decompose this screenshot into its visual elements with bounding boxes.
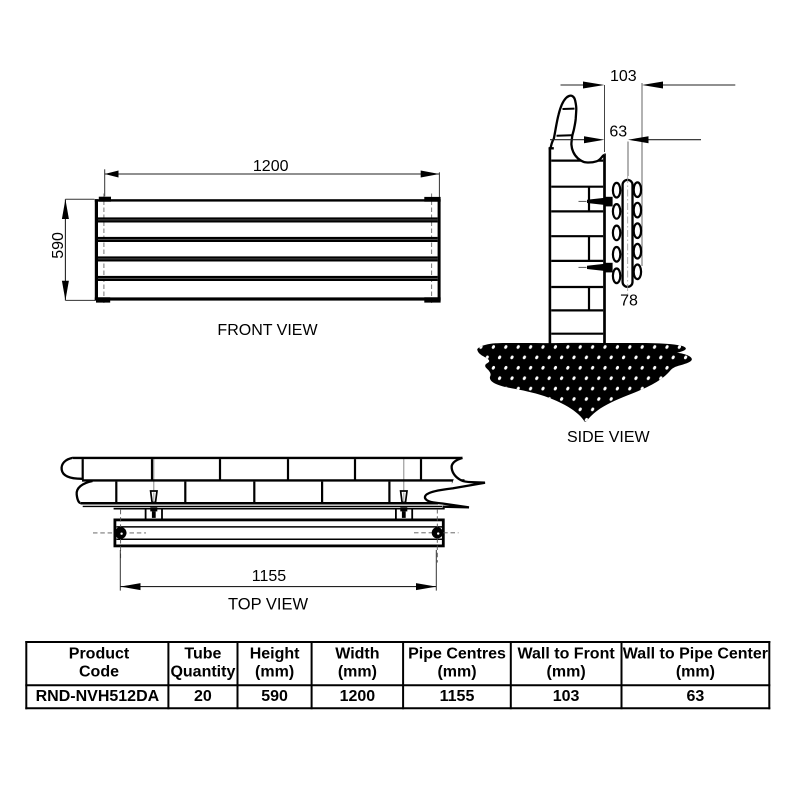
- svg-text:(mm): (mm): [338, 664, 377, 681]
- svg-text:590: 590: [50, 232, 67, 259]
- svg-text:Wall to Pipe Center: Wall to Pipe Center: [623, 646, 768, 663]
- svg-text:SIDE VIEW: SIDE VIEW: [567, 429, 651, 446]
- svg-text:(mm): (mm): [255, 664, 294, 681]
- svg-text:Tube: Tube: [184, 646, 221, 663]
- svg-text:Width: Width: [335, 646, 379, 663]
- svg-text:(mm): (mm): [676, 664, 715, 681]
- svg-text:78: 78: [620, 293, 638, 310]
- svg-text:1155: 1155: [252, 568, 287, 585]
- svg-text:63: 63: [687, 688, 705, 705]
- svg-text:(mm): (mm): [437, 664, 476, 681]
- svg-text:Pipe Centres: Pipe Centres: [408, 646, 506, 663]
- svg-text:TOP VIEW: TOP VIEW: [228, 596, 309, 614]
- svg-text:1200: 1200: [253, 158, 289, 175]
- svg-text:590: 590: [261, 688, 288, 705]
- svg-text:Wall to Front: Wall to Front: [518, 646, 616, 663]
- svg-text:Quantity: Quantity: [170, 664, 235, 681]
- svg-text:103: 103: [610, 68, 637, 85]
- svg-text:20: 20: [194, 688, 212, 705]
- svg-text:103: 103: [553, 688, 580, 705]
- svg-text:(mm): (mm): [547, 664, 586, 681]
- svg-text:Height: Height: [250, 646, 300, 663]
- svg-text:Code: Code: [79, 664, 119, 681]
- svg-text:63: 63: [609, 124, 627, 141]
- svg-text:RND-NVH512DA: RND-NVH512DA: [36, 688, 160, 705]
- svg-text:FRONT VIEW: FRONT VIEW: [217, 322, 318, 339]
- svg-text:1155: 1155: [440, 688, 475, 705]
- svg-text:1200: 1200: [340, 688, 376, 705]
- svg-text:Product: Product: [69, 646, 130, 663]
